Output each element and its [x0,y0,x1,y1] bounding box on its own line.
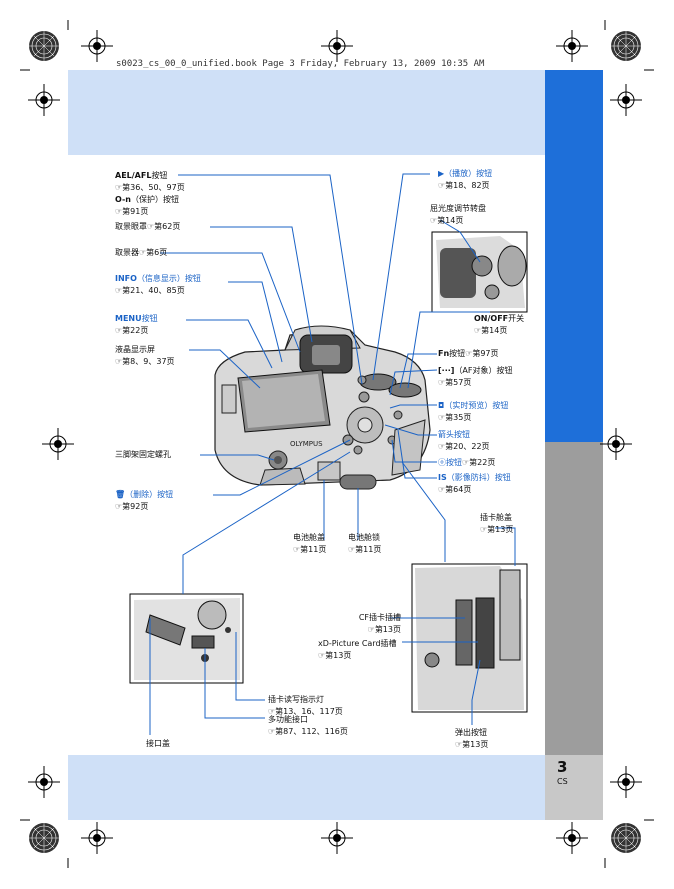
label-cf-slot: CF插卡插槽 ☞第13页 [358,613,401,634]
crosshair-icon [80,29,114,63]
ref-icon: ☞ [115,502,123,511]
label-info: INFO（信息显示）按钮 ☞第21、40、85页 [115,274,201,295]
label-af-target: [···]（AF对象）按钮 ☞第57页 [438,366,513,387]
ok-icon: ⓞ [438,458,446,467]
leader-lines [149,173,516,735]
crosshair-icon [555,821,589,855]
side-tab-parts-label: 各部位名称和功能 [603,452,621,580]
label-tripod: 三脚架固定螺孔 [115,450,171,459]
inset-connector-illustration [129,593,244,684]
ref-icon: ☞ [115,326,123,335]
label-is: IS（影像防抖）按钮 ☞第64页 [438,473,511,494]
svg-text:OLYMPUS: OLYMPUS [290,440,323,448]
ref-icon: ☞ [438,485,446,494]
label-multi-connector: 多功能接口 ☞第87、112、116页 [268,715,348,736]
label-delete: 🗑（删除）按钮 ☞第92页 [115,490,174,511]
label-arrow: 箭头按钮 ☞第20、22页 [438,430,490,451]
registration-rosette-icon [610,822,642,854]
ref-icon: ☞ [430,216,438,225]
inset-diopter-illustration [431,231,528,313]
crosshair-icon [320,29,354,63]
crosshair-icon [609,83,643,117]
camera-rear-illustration: OLYMPUS [214,325,431,490]
trash-icon: 🗑 [115,490,126,499]
ref-icon: ☞ [348,545,356,554]
crosshair-icon [555,29,589,63]
ref-icon: ☞ [268,727,276,736]
label-viewfinder: 取景器☞第6页 [115,248,168,257]
crosshair-icon [320,821,354,855]
ref-icon: ☞ [455,740,463,749]
ref-icon: ☞ [438,378,446,387]
label-live-preview: ◘（实时预览）按钮 ☞第35页 [438,401,509,422]
page-lang: CS [557,777,568,786]
ref-icon: ☞ [480,525,488,534]
ref-icon: ☞ [115,357,123,366]
ref-icon: ☞ [318,651,326,660]
side-tab-basic-guide[interactable]: 基本指南 [545,70,621,442]
book-header: s0023_cs_00_0_unified.book Page 3 Friday… [116,59,485,69]
crosshair-icon [27,765,61,799]
live-view-icon: ◘ [438,401,445,410]
label-card-cover: 插卡舱盖 ☞第13页 [480,513,514,534]
label-onoff: ON/OFF开关 ☞第14页 [474,314,525,335]
label-fn: Fn按钮☞第97页 [438,349,499,358]
ref-icon: ☞ [115,183,123,192]
crosshair-icon [609,765,643,799]
side-tab-parts[interactable]: 各部位名称和功能 [545,442,621,755]
ref-icon: ☞ [462,458,470,467]
label-play: ▶（播放）按钮 ☞第18、82页 [438,169,493,190]
crosshair-icon [41,427,75,461]
inset-card-slot-illustration [411,563,528,713]
label-card-lamp: 插卡读写指示灯 ☞第13、16、117页 [268,695,343,716]
ref-icon: ☞ [115,207,123,216]
ref-icon: ☞ [367,625,375,634]
top-band [68,70,545,155]
crosshair-icon [599,427,633,461]
label-eject: 弹出按钮 ☞第13页 [455,728,489,749]
side-tab-lower-white [545,755,603,820]
ref-icon: ☞ [438,181,446,190]
ref-icon: ☞ [474,326,482,335]
label-battery-lock: 电池舱锁 ☞第11页 [348,533,382,554]
ref-icon: ☞ [115,286,123,295]
ref-icon: ☞ [438,413,446,422]
label-lcd: 液晶显示屏 ☞第8、9、37页 [115,345,175,366]
registration-rosette-icon [28,30,60,62]
play-icon: ▶ [438,169,445,178]
side-tab-basic-guide-label: 基本指南 [603,152,621,216]
label-diopter: 屈光度调节转盘 ☞第14页 [430,204,486,225]
ref-icon: ☞ [438,442,446,451]
registration-rosette-icon [610,30,642,62]
label-xd-slot: xD-Picture Card插槽 ☞第13页 [318,639,397,660]
ref-icon: ☞ [465,349,473,358]
label-ok: ⓞ按钮☞第22页 [438,458,496,467]
crosshair-icon [27,83,61,117]
label-connector-cover: 接口盖 [146,739,170,748]
ref-icon: ☞ [293,545,301,554]
ref-icon: ☞ [139,248,147,257]
label-menu: MENU按钮 ☞第22页 [115,314,158,335]
ref-icon: ☞ [268,707,276,716]
crosshair-icon [80,821,114,855]
bottom-band [68,755,545,820]
label-battery-cover: 电池舱盖 ☞第11页 [293,533,327,554]
page-number: 3 [557,758,568,776]
ref-icon: ☞ [147,222,155,231]
label-eyecup: 取景眼罩☞第62页 [115,222,181,231]
registration-rosette-icon [28,822,60,854]
label-ael-afl: AEL/AFL按钮 ☞第36、50、97页 O-n（保护）按钮 ☞第91页 [115,171,185,216]
